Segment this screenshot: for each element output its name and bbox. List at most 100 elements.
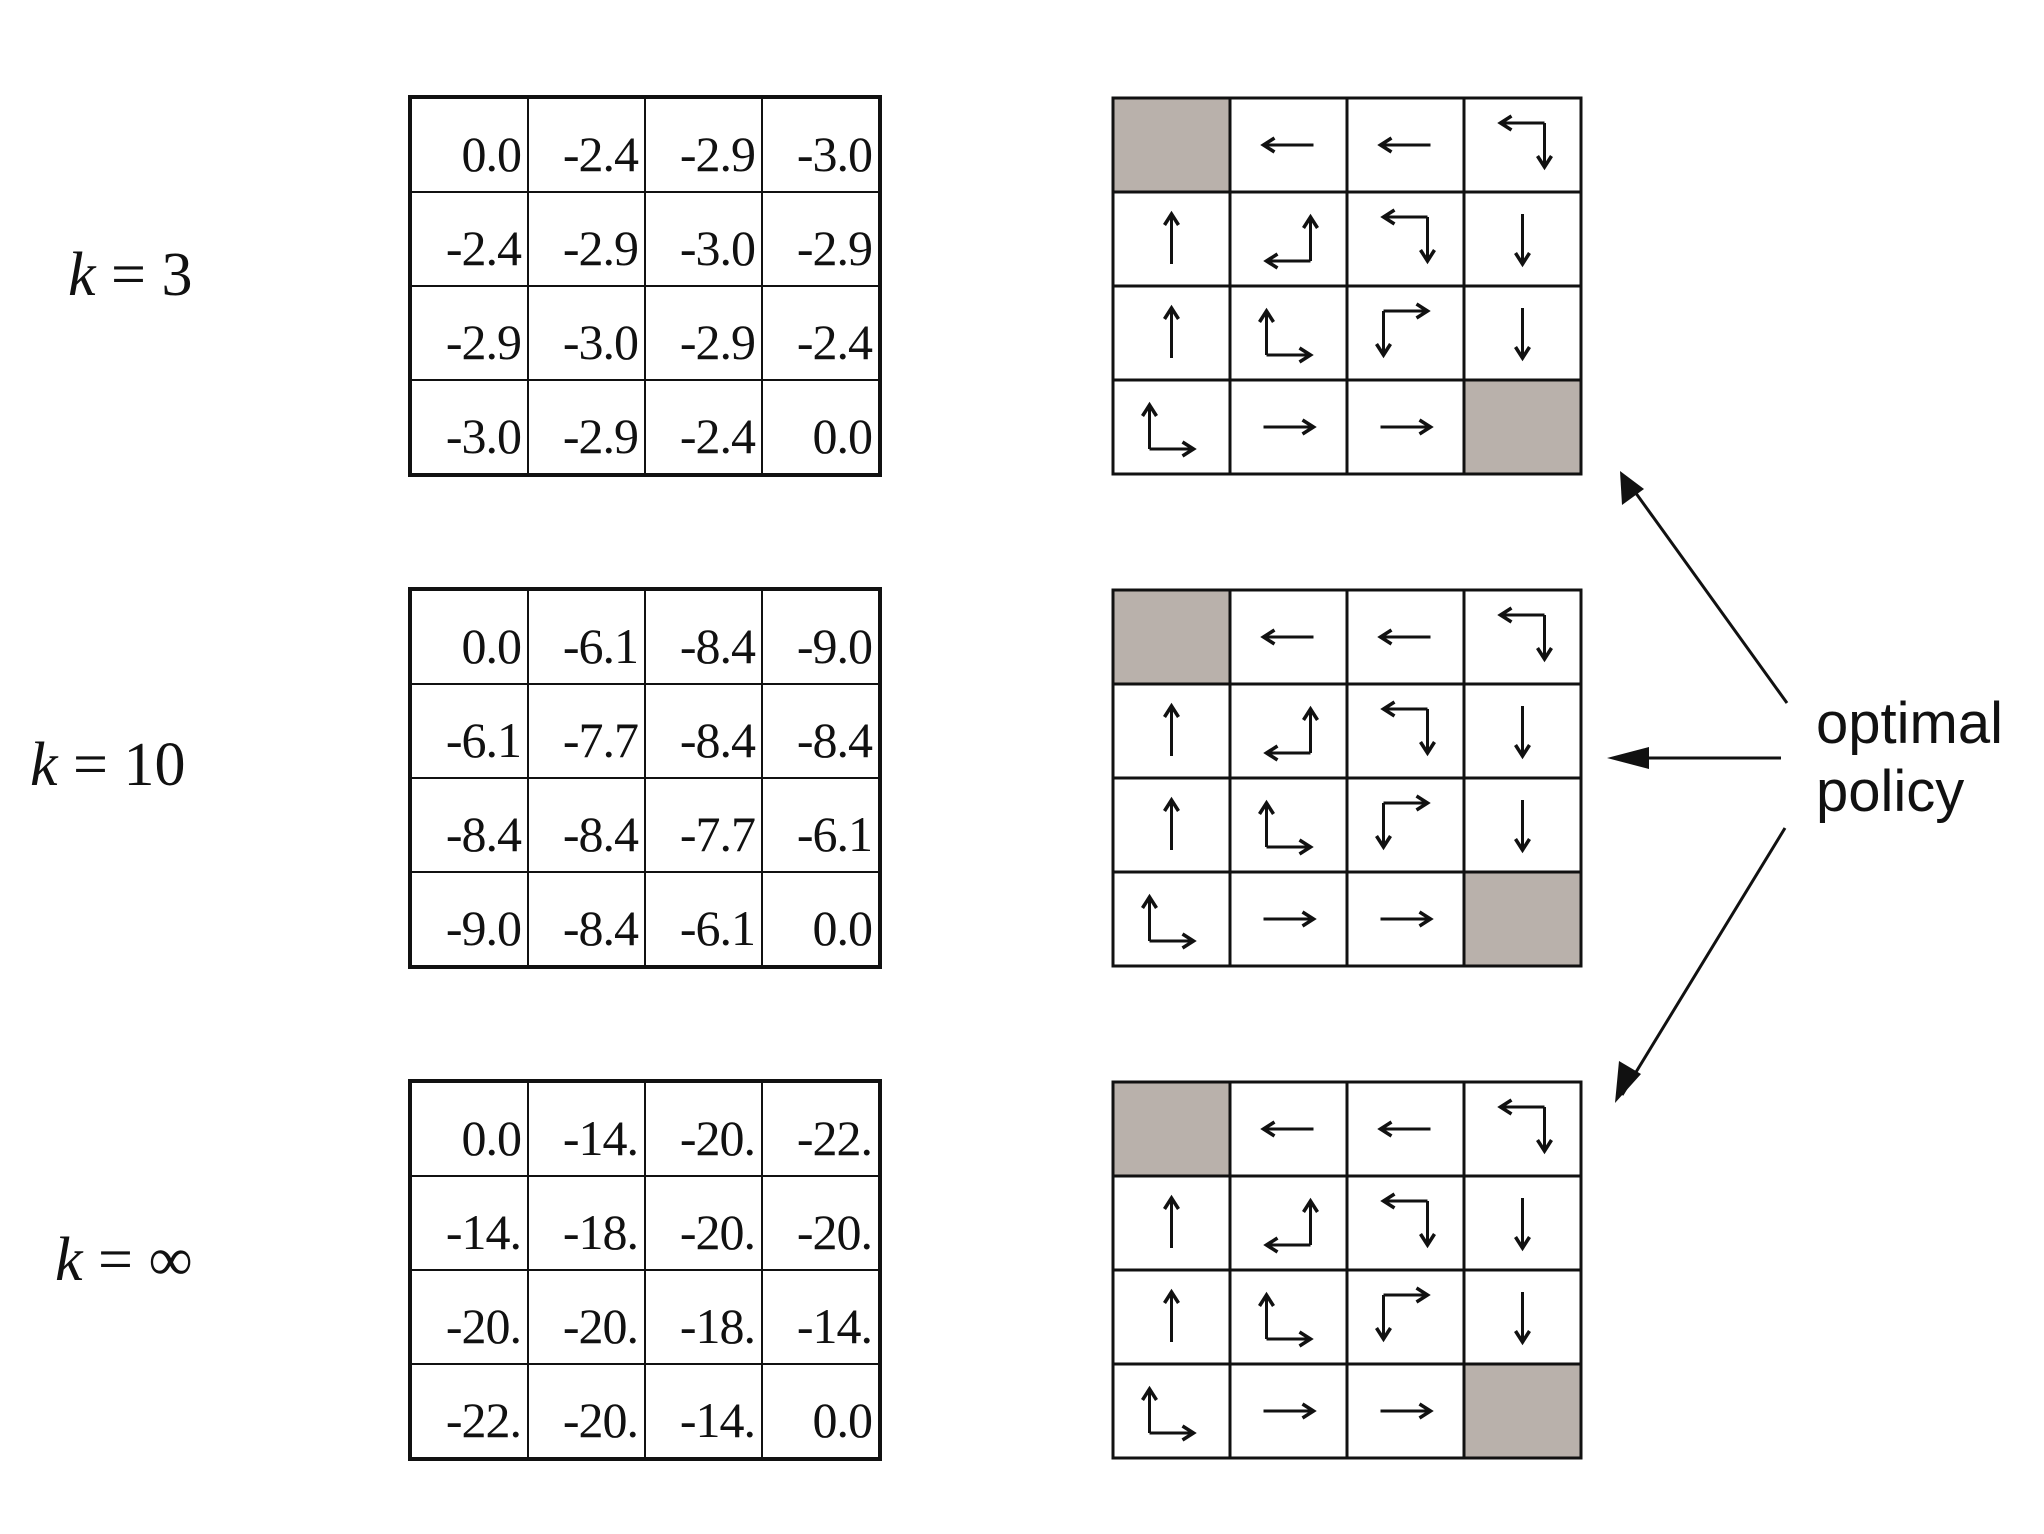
value-cell: -6.1: [645, 872, 762, 966]
arrowhead-icon: [1607, 747, 1649, 769]
arrow-down-right-icon: [1375, 794, 1431, 851]
arrow-up-right-icon: [1258, 1291, 1314, 1348]
value-cell: -2.9: [645, 98, 762, 192]
arrow-left-icon: [1260, 1120, 1314, 1138]
arrow-up-icon: [1163, 702, 1180, 756]
arrow-left-icon: [1377, 628, 1431, 646]
policy-cell: [1228, 682, 1349, 780]
value-cell: -20.: [645, 1176, 762, 1270]
policy-cell: [1111, 378, 1232, 476]
arrow-left-up-icon: [1263, 705, 1319, 762]
arrow-up-right-icon: [1141, 401, 1197, 458]
arrowhead-icon: [1615, 1061, 1641, 1103]
arrow-left-icon: [1377, 136, 1431, 154]
value-cell: -2.9: [762, 192, 879, 286]
arrow-right-icon: [1263, 418, 1317, 436]
value-cell: -14.: [528, 1082, 645, 1176]
value-cell: -20.: [411, 1270, 528, 1364]
value-cell: 0.0: [411, 1082, 528, 1176]
arrow-up-icon: [1163, 1194, 1180, 1248]
optimal-label-line2: policy: [1816, 759, 1965, 824]
policy-cell: [1111, 870, 1232, 968]
value-cell: -8.4: [645, 590, 762, 684]
value-cell: -20.: [645, 1082, 762, 1176]
value-cell: -3.0: [645, 192, 762, 286]
arrow-left-down-icon: [1497, 114, 1553, 171]
value-cell: -2.9: [528, 192, 645, 286]
arrow-left-icon: [1260, 136, 1314, 154]
arrow-right-icon: [1380, 418, 1434, 436]
arrow-up-right-icon: [1141, 1385, 1197, 1442]
arrow-down-right-icon: [1375, 1286, 1431, 1343]
terminal-cell: [1462, 1362, 1583, 1460]
value-cell: 0.0: [411, 98, 528, 192]
arrow-left-icon: [1260, 628, 1314, 646]
value-cell: -8.4: [528, 872, 645, 966]
value-cell: -3.0: [411, 380, 528, 474]
policy-grid: [1111, 96, 1583, 476]
arrow-left-up-icon: [1263, 213, 1319, 270]
value-cell: -14.: [762, 1270, 879, 1364]
policy-grid: [1111, 588, 1583, 968]
value-cell: -18.: [528, 1176, 645, 1270]
terminal-cell: [1462, 378, 1583, 476]
arrow-left-down-icon: [1380, 700, 1436, 757]
k-value: = 3: [95, 241, 193, 309]
policy-cell: [1462, 1080, 1583, 1178]
policy-cell: [1111, 1362, 1232, 1460]
k-label: k = ∞: [55, 1225, 193, 1296]
terminal-cell: [1111, 588, 1232, 686]
optimal-label-line1: optimal: [1816, 691, 2003, 756]
value-cell: -9.0: [762, 590, 879, 684]
arrow-left-down-icon: [1380, 1192, 1436, 1249]
k-label: k = 3: [68, 240, 193, 311]
k-value: = ∞: [82, 1226, 193, 1294]
policy-cell: [1345, 190, 1466, 288]
arrow-right-icon: [1380, 910, 1434, 928]
value-cell: -8.4: [645, 684, 762, 778]
arrow-left-down-icon: [1497, 1098, 1553, 1155]
arrow-up-right-icon: [1258, 307, 1314, 364]
value-cell: -2.4: [411, 192, 528, 286]
value-grid: 0.0-14.-20.-22.-14.-18.-20.-20.-20.-20.-…: [408, 1079, 882, 1461]
arrow-to-k3-policy: [1623, 477, 1789, 704]
arrow-down-icon: [1514, 706, 1531, 760]
value-cell: -7.7: [645, 778, 762, 872]
value-cell: -3.0: [762, 98, 879, 192]
value-cell: -2.4: [645, 380, 762, 474]
arrow-left-icon: [1377, 1120, 1431, 1138]
value-cell: 0.0: [762, 380, 879, 474]
arrow-down-icon: [1514, 214, 1531, 268]
arrow-down-icon: [1514, 308, 1531, 362]
value-cell: 0.0: [762, 872, 879, 966]
value-grid: 0.0-2.4-2.9-3.0-2.4-2.9-3.0-2.9-2.9-3.0-…: [408, 95, 882, 477]
arrow-down-icon: [1514, 1292, 1531, 1346]
value-cell: -22.: [762, 1082, 879, 1176]
arrow-up-icon: [1163, 796, 1180, 850]
policy-cell: [1228, 1174, 1349, 1272]
value-cell: -2.4: [528, 98, 645, 192]
arrow-up-right-icon: [1141, 893, 1197, 950]
arrow-to-kinf-policy: [1620, 827, 1787, 1096]
value-cell: -2.9: [411, 286, 528, 380]
value-cell: -20.: [528, 1270, 645, 1364]
arrow-right-icon: [1263, 1402, 1317, 1420]
value-cell: -9.0: [411, 872, 528, 966]
value-cell: -18.: [645, 1270, 762, 1364]
arrow-left-down-icon: [1380, 208, 1436, 265]
k-value: = 10: [57, 731, 186, 799]
value-cell: -14.: [645, 1364, 762, 1458]
value-cell: -14.: [411, 1176, 528, 1270]
k-label: k = 10: [30, 730, 186, 801]
optimal-policy-label: optimal policy: [1816, 690, 2003, 826]
value-cell: -3.0: [528, 286, 645, 380]
policy-grid: [1111, 1080, 1583, 1460]
value-cell: -6.1: [411, 684, 528, 778]
value-cell: -7.7: [528, 684, 645, 778]
arrow-right-icon: [1380, 1402, 1434, 1420]
policy-cell: [1345, 1268, 1466, 1366]
value-cell: -22.: [411, 1364, 528, 1458]
arrow-up-right-icon: [1258, 799, 1314, 856]
arrow-down-right-icon: [1375, 302, 1431, 359]
arrowhead-icon: [1620, 471, 1644, 505]
